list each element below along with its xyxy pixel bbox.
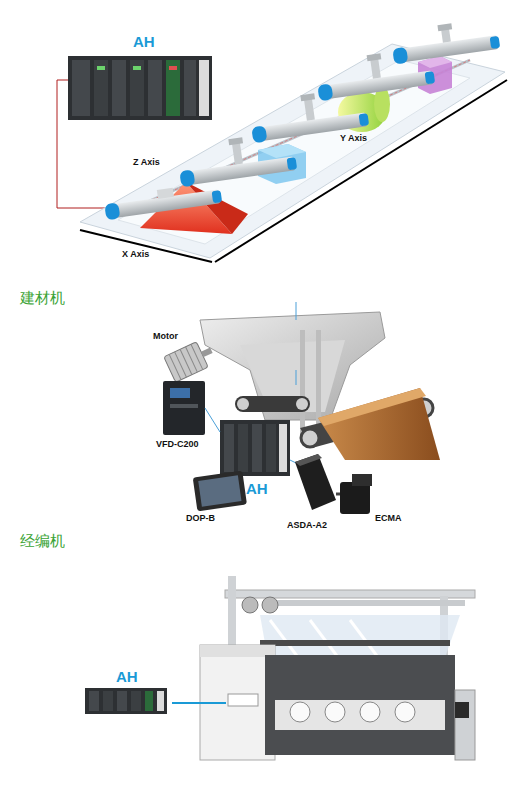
section-heading: 经编机 bbox=[20, 533, 65, 550]
part-label: VFD-C200 bbox=[156, 440, 199, 450]
warp-knitting-machine bbox=[85, 576, 475, 760]
platform bbox=[80, 44, 505, 258]
linear-modules bbox=[103, 17, 500, 220]
part-label: ASDA-A2 bbox=[287, 521, 327, 531]
axis-label: Z Axis bbox=[133, 158, 160, 168]
building-material-machine bbox=[163, 302, 440, 514]
controller-label: AH bbox=[116, 669, 138, 686]
x-axis-line bbox=[80, 230, 212, 262]
plc-rack bbox=[68, 56, 212, 120]
part-label: ECMA bbox=[375, 514, 402, 524]
signal-wire bbox=[57, 80, 112, 208]
controller-label: AH bbox=[246, 481, 268, 498]
part-label: Motor bbox=[153, 332, 178, 342]
controller-label: AH bbox=[133, 34, 155, 51]
section-heading: 建材机 bbox=[20, 290, 65, 307]
part-label: DOP-B bbox=[186, 514, 215, 524]
axis-label: Y Axis bbox=[340, 134, 367, 144]
axis-label: X Axis bbox=[122, 250, 149, 260]
